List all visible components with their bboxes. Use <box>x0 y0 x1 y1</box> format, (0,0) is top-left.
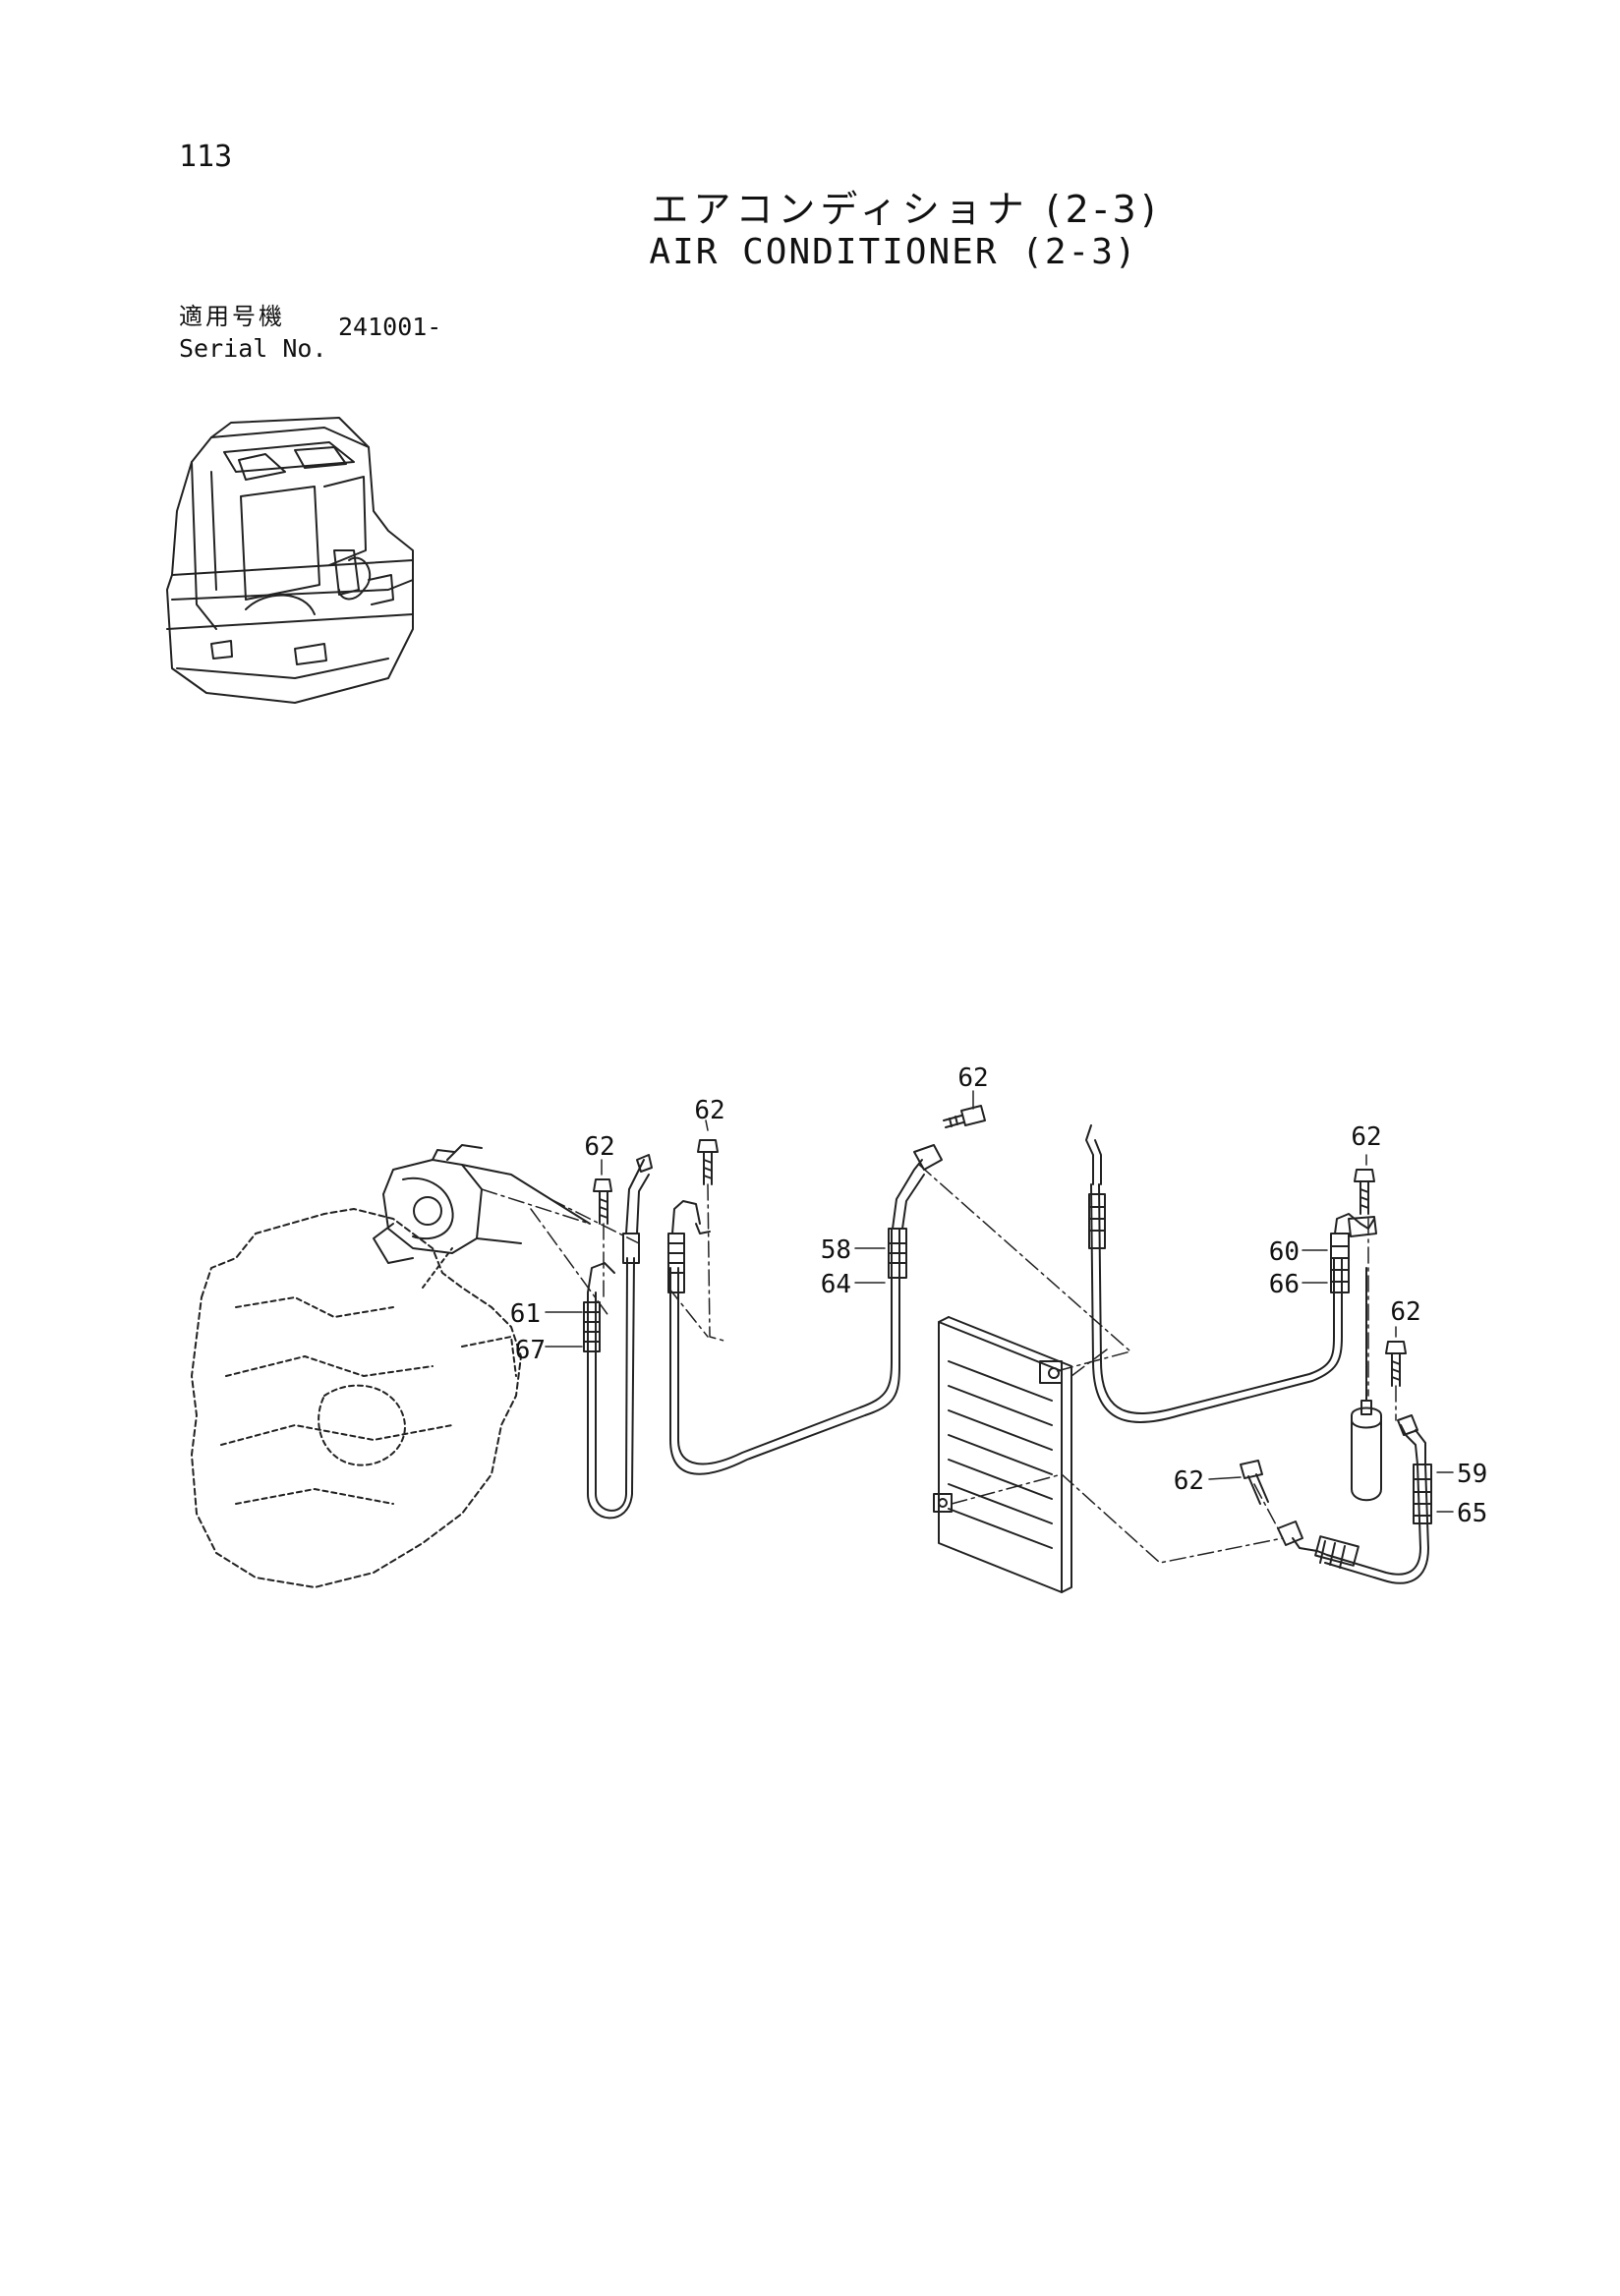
engine-assembly <box>191 1208 522 1588</box>
hose-60-66 <box>1085 1124 1375 1423</box>
callout-62-f: 62 <box>1174 1466 1204 1496</box>
serial-label-japanese: 適用号機 <box>179 303 285 330</box>
callout-62-e: 62 <box>1390 1297 1420 1327</box>
bolt-62-a <box>593 1178 612 1225</box>
phantom-lines <box>481 1164 1397 1564</box>
hose-58-64 <box>667 1144 943 1475</box>
callout-66: 66 <box>1269 1270 1300 1299</box>
compressor <box>373 1144 591 1264</box>
bolt-62-e <box>1385 1341 1407 1387</box>
callout-58: 58 <box>821 1235 851 1265</box>
bolt-62-c <box>943 1105 986 1128</box>
machine-thumbnail <box>166 417 414 704</box>
title-english: AIR CONDITIONER (2-3) <box>649 232 1138 272</box>
callout-60: 60 <box>1269 1237 1300 1267</box>
callout-59: 59 <box>1457 1460 1487 1489</box>
callout-61: 61 <box>510 1299 541 1329</box>
callout-62-a: 62 <box>584 1132 614 1162</box>
bolt-62-f <box>1240 1460 1269 1505</box>
hose-61-67 <box>583 1154 653 1520</box>
title-japanese: エアコンディショナ (2-3) <box>651 188 1161 231</box>
callout-62-c: 62 <box>957 1063 988 1093</box>
leader-lines <box>545 1090 1454 1513</box>
callout-64: 64 <box>821 1270 851 1299</box>
bolt-62-d <box>1348 1169 1377 1237</box>
serial-label-english: Serial No. <box>179 334 327 363</box>
hose-59-65 <box>1277 1414 1432 1584</box>
bolt-62-b <box>697 1139 719 1185</box>
receiver-dryer <box>1351 1267 1382 1502</box>
callout-65: 65 <box>1457 1499 1487 1528</box>
callout-62-b: 62 <box>694 1096 724 1125</box>
callout-62-d: 62 <box>1351 1122 1381 1152</box>
condenser <box>933 1316 1072 1593</box>
callout-67: 67 <box>515 1336 546 1365</box>
serial-value: 241001- <box>338 313 442 341</box>
page-number: 113 <box>179 140 233 174</box>
